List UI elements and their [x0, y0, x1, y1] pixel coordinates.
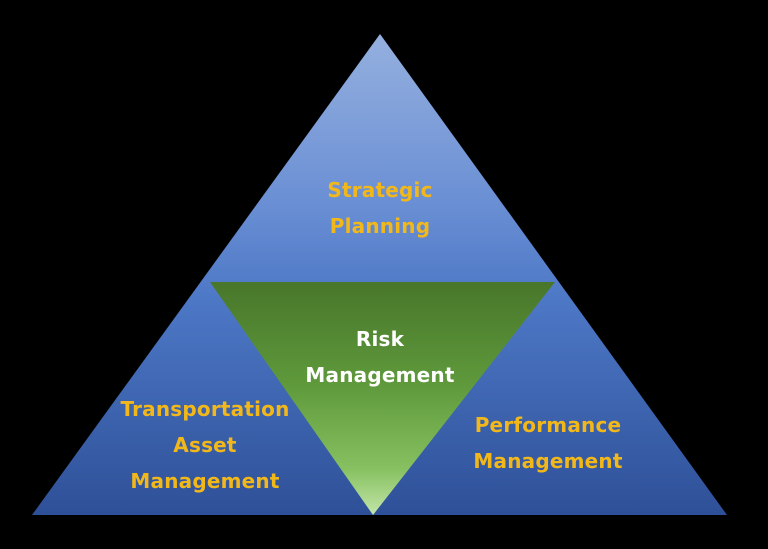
performance-management-label: Performance Management [438, 407, 658, 479]
strategic-planning-line-2: Planning [329, 214, 431, 238]
risk-management-line-1: Risk [355, 327, 405, 351]
transportation-asset-management-label: Transportation Asset Management [95, 391, 315, 499]
tam-line-2: Asset [173, 433, 237, 457]
performance-management-line-2: Management [473, 449, 623, 473]
risk-management-line-2: Management [305, 363, 455, 387]
performance-management-line-1: Performance [474, 413, 622, 437]
tam-line-1: Transportation [120, 397, 290, 421]
tam-line-3: Management [130, 469, 280, 493]
risk-management-inverted-triangle [210, 282, 555, 515]
risk-management-label: Risk Management [260, 321, 500, 393]
strategic-planning-label: Strategic Planning [260, 172, 500, 244]
strategic-planning-line-1: Strategic [327, 178, 433, 202]
outer-pyramid-triangle [32, 34, 727, 515]
